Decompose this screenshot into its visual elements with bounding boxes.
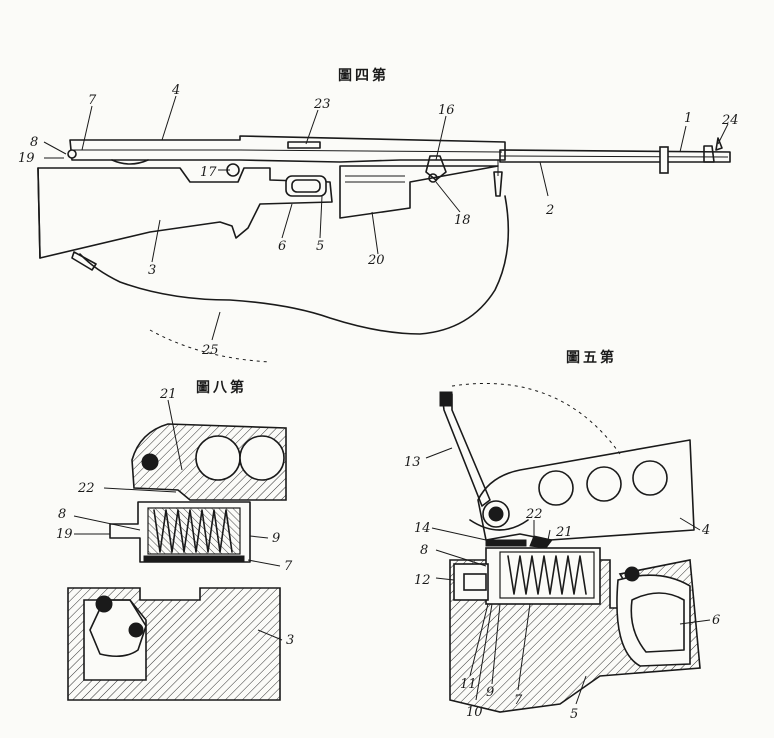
swing-arc (451, 383, 621, 455)
coil-spring (153, 509, 233, 553)
bolt-hole-2 (239, 435, 285, 481)
fig4-label-1: 1 (684, 111, 692, 126)
fig5-label-10: 10 (466, 705, 483, 720)
fig8-label-7: 7 (284, 559, 293, 574)
fig5-label-6: 6 (712, 613, 720, 628)
bolt-hole-1 (195, 435, 241, 481)
sear-lever (89, 599, 147, 658)
fig4-label-18: 18 (454, 213, 471, 228)
fig5-label-22: 22 (525, 507, 543, 522)
lever-tip (439, 391, 453, 407)
fig4-label-4: 4 (171, 83, 180, 98)
fig5-label-13: 13 (404, 455, 421, 470)
bolt5-pivot (488, 506, 504, 522)
plunger (463, 573, 487, 591)
latch-bar (485, 539, 527, 547)
fig5-label-12: 12 (414, 573, 431, 588)
fig5-leaders (425, 447, 711, 705)
fig4-label-16: 16 (438, 103, 455, 118)
fig8-label-3: 3 (286, 633, 294, 648)
spring-base (143, 555, 245, 563)
fig5-label-9: 9 (486, 685, 494, 700)
figure-5-title: 圖五第 (566, 349, 617, 366)
sling (79, 195, 510, 335)
trigger-pin (624, 566, 640, 582)
fig4-label-2: 2 (545, 203, 554, 218)
bolt5-hole-2 (586, 466, 622, 502)
fig8-label-group: 21 22 8 19 9 7 3 (56, 387, 294, 648)
fig4-label-17: 17 (200, 165, 217, 180)
fig5-label-11: 11 (460, 677, 477, 692)
fig4-label-8: 8 (30, 135, 38, 150)
fig8-label-21: 21 (159, 387, 177, 402)
bolt5-cam (469, 519, 529, 531)
barrel (499, 137, 731, 174)
fig5-label-21: 21 (555, 525, 573, 540)
sear-pivot (95, 595, 113, 613)
fig4-label-20: 20 (367, 253, 385, 268)
bolt-pivot (141, 453, 159, 471)
fig4-label-5: 5 (316, 239, 324, 254)
fig8-label-19: 19 (56, 527, 73, 542)
fig5-label-8: 8 (420, 543, 428, 558)
fig4-leaders (43, 95, 729, 341)
figure-8-title: 圖八第 (196, 379, 247, 396)
sear-tip (128, 622, 144, 638)
cocking-lever (441, 393, 491, 507)
magazine (339, 165, 499, 219)
figure-5: 圖五第 (404, 349, 720, 722)
stock (37, 149, 333, 259)
fig5-label-4: 4 (701, 523, 710, 538)
fig4-label-6: 6 (278, 239, 286, 254)
fig5-label-14: 14 (414, 521, 431, 536)
bolt5-hole-3 (632, 460, 668, 496)
fig8-label-22: 22 (77, 481, 95, 496)
fig4-label-24: 24 (721, 113, 739, 128)
coil-spring-5 (507, 555, 587, 595)
fig8-label-8: 8 (58, 507, 66, 522)
fig4-label-7: 7 (88, 93, 97, 108)
fig4-label-19: 19 (18, 151, 35, 166)
fig4-label-25: 25 (201, 343, 219, 358)
fig4-label-3: 3 (148, 263, 156, 278)
fig5-label-5: 5 (570, 707, 578, 722)
latch-tooth (529, 535, 553, 549)
spring-housing (109, 501, 251, 563)
figure-4: 圖四第 (18, 67, 739, 363)
fig8-leaders (73, 399, 283, 641)
fig5-label-group: 13 14 22 21 4 8 12 6 11 9 10 7 5 (404, 455, 720, 722)
fig4-label-23: 23 (313, 97, 331, 112)
figure-4-title: 圖四第 (338, 67, 389, 84)
trigger-guard-inner (630, 592, 685, 653)
sling-swivel (71, 251, 97, 271)
fig4-label-group: 1 2 3 4 5 6 7 8 16 17 18 19 20 23 24 25 (18, 83, 739, 358)
fig8-label-9: 9 (272, 531, 280, 546)
figure-8: 圖八第 21 22 8 19 9 (56, 379, 294, 701)
fig5-label-7: 7 (514, 693, 523, 708)
bolt5-hole-1 (538, 470, 574, 506)
